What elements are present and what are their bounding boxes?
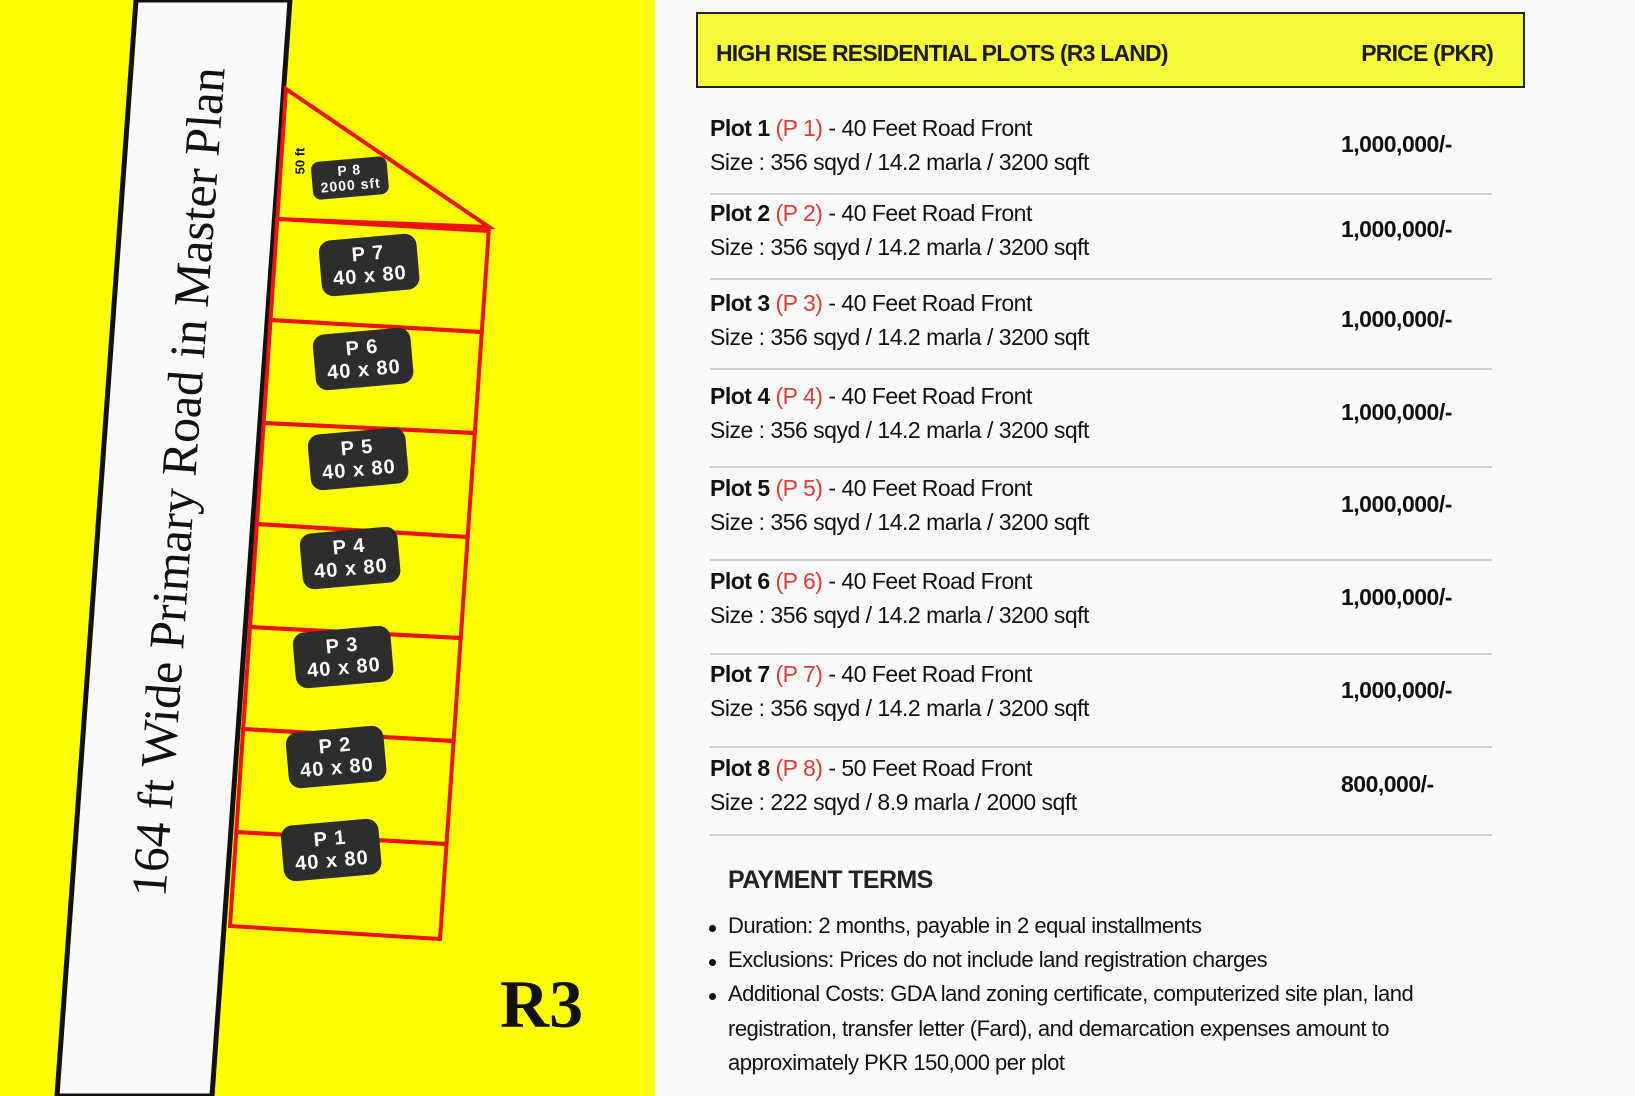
- plot-front: - 40 Feet Road Front: [828, 115, 1032, 141]
- plot-size: Size : 356 sqyd / 14.2 marla / 3200 sqft: [710, 509, 1089, 535]
- payment-term-line: Duration: 2 months, payable in 2 equal i…: [728, 913, 1202, 938]
- plot-size: Size : 356 sqyd / 14.2 marla / 3200 sqft: [710, 234, 1089, 260]
- plot-name: Plot 5: [710, 475, 770, 501]
- plot-price: 1,000,000/-: [1341, 216, 1452, 242]
- plot-size: Size : 356 sqyd / 14.2 marla / 3200 sqft: [710, 695, 1089, 721]
- bullet-icon: [709, 993, 716, 1000]
- row-divider: [710, 466, 1492, 468]
- plot-front: - 40 Feet Road Front: [828, 383, 1032, 409]
- plot-front: - 40 Feet Road Front: [828, 200, 1032, 226]
- plot-front: - 40 Feet Road Front: [828, 290, 1032, 316]
- plot-code: (P 2): [775, 200, 823, 226]
- row-divider: [710, 653, 1492, 655]
- row-divider: [710, 368, 1492, 370]
- row-divider: [710, 193, 1492, 195]
- plot-price: 1,000,000/-: [1341, 677, 1452, 703]
- plot-code: (P 4): [775, 383, 823, 409]
- plot-name: Plot 1: [710, 115, 770, 141]
- plot-price: 1,000,000/-: [1341, 131, 1452, 157]
- row-divider: [710, 834, 1492, 836]
- plot-front: - 40 Feet Road Front: [828, 661, 1032, 687]
- payment-term-line: registration, transfer letter (Fard), an…: [728, 1016, 1390, 1041]
- plot-size: Size : 356 sqyd / 14.2 marla / 3200 sqft: [710, 149, 1089, 175]
- front-width-label: 50 ft: [292, 147, 308, 175]
- plot-price: 1,000,000/-: [1341, 584, 1452, 610]
- plot-code: (P 5): [775, 475, 823, 501]
- plot-code: (P 3): [775, 290, 823, 316]
- plot-price: 1,000,000/-: [1341, 306, 1452, 332]
- price-column-header: PRICE (PKR): [1361, 40, 1494, 66]
- plot-name: Plot 8: [710, 755, 770, 781]
- plot-size: Size : 356 sqyd / 14.2 marla / 3200 sqft: [710, 602, 1089, 628]
- row-divider: [710, 278, 1492, 280]
- plot-price: 1,000,000/-: [1341, 491, 1452, 517]
- plot-size: Size : 356 sqyd / 14.2 marla / 3200 sqft: [710, 417, 1089, 443]
- plot-name: Plot 2: [710, 200, 770, 226]
- plot-code: (P 6): [775, 568, 823, 594]
- plot-front: - 50 Feet Road Front: [828, 755, 1032, 781]
- plot-name: Plot 7: [710, 661, 770, 687]
- plot-front: - 40 Feet Road Front: [828, 568, 1032, 594]
- plot-name: Plot 4: [710, 383, 770, 409]
- plot-name: Plot 3: [710, 290, 770, 316]
- bullet-icon: [709, 925, 716, 932]
- payment-term-line: approximately PKR 150,000 per plot: [728, 1050, 1065, 1075]
- row-divider: [710, 746, 1492, 748]
- table-header: HIGH RISE RESIDENTIAL PLOTS (R3 LAND) PR…: [696, 12, 1525, 88]
- payment-term-line: Additional Costs: GDA land zoning certif…: [728, 981, 1414, 1006]
- plot-name: Plot 6: [710, 568, 770, 594]
- row-divider: [710, 559, 1492, 561]
- plot-size: Size : 222 sqyd / 8.9 marla / 2000 sqft: [710, 789, 1077, 815]
- plot-code: (P 7): [775, 661, 823, 687]
- table-title: HIGH RISE RESIDENTIAL PLOTS (R3 LAND): [716, 40, 1169, 66]
- plot-outline-p8: [275, 85, 496, 230]
- payment-terms-title: PAYMENT TERMS: [728, 866, 933, 894]
- payment-term-line: Exclusions: Prices do not include land r…: [728, 947, 1268, 972]
- plot-price: 1,000,000/-: [1341, 399, 1452, 425]
- primary-road: [54, 0, 293, 1096]
- bullet-icon: [709, 959, 716, 966]
- plot-price: 800,000/-: [1341, 771, 1434, 797]
- site-plan-map: 164 ft Wide Primary Road in Master Plan …: [0, 0, 655, 1096]
- plot-size: Size : 356 sqyd / 14.2 marla / 3200 sqft: [710, 324, 1089, 350]
- plot-front: - 40 Feet Road Front: [828, 475, 1032, 501]
- plot-code: (P 8): [775, 755, 823, 781]
- plot-code: (P 1): [775, 115, 823, 141]
- price-list-panel: HIGH RISE RESIDENTIAL PLOTS (R3 LAND) PR…: [655, 0, 1635, 1096]
- zone-label: R3: [500, 966, 584, 1042]
